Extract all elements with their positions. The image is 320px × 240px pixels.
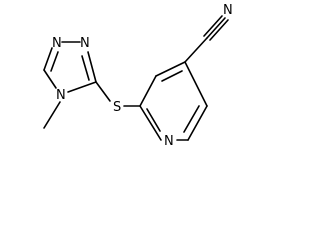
bond-c3t-n2 [87, 51, 97, 83]
bond-c2-c3 [139, 75, 157, 107]
bond-n4-methyl [43, 101, 61, 129]
nitrile-group [184, 15, 229, 63]
atom-label-pyridine-n: N [164, 134, 174, 149]
triazole-ring [43, 41, 97, 93]
bond-n1-c5t [43, 47, 53, 71]
bond-n1-c2 [139, 105, 162, 141]
bond-c5-c6-inner [183, 105, 200, 133]
bond-c5-c6 [187, 105, 208, 141]
bond-c4-c5 [184, 61, 208, 107]
bond-cn-triple-2 [203, 15, 223, 37]
atom-label-triazole-n1: N [52, 36, 62, 51]
atom-label-sulfur: S [113, 100, 121, 115]
bond-n1-c5t-inner [50, 51, 59, 72]
bond-c3-c4 [155, 61, 186, 77]
bond-c3t-n2-inner [81, 55, 90, 81]
bond-n1-c2-inner [146, 108, 161, 132]
atom-label-nitrile-n: N [223, 3, 233, 18]
molecule-structure: N N N N S N [43, 3, 233, 149]
bond-c4-cn [184, 37, 208, 63]
bond-c5t-n4 [43, 69, 57, 89]
bond-c3-c4-inner [161, 70, 183, 82]
bond-cn-triple-3 [209, 19, 229, 41]
thioether-linkage [95, 81, 141, 107]
bond-cn-triple-1 [206, 17, 226, 39]
bond-s-c3t [95, 81, 111, 102]
pyridine-ring [139, 61, 208, 141]
atom-label-triazole-n2: N [80, 36, 90, 51]
atom-label-triazole-n4: N [56, 88, 66, 103]
bond-n4-c3t [67, 81, 97, 93]
